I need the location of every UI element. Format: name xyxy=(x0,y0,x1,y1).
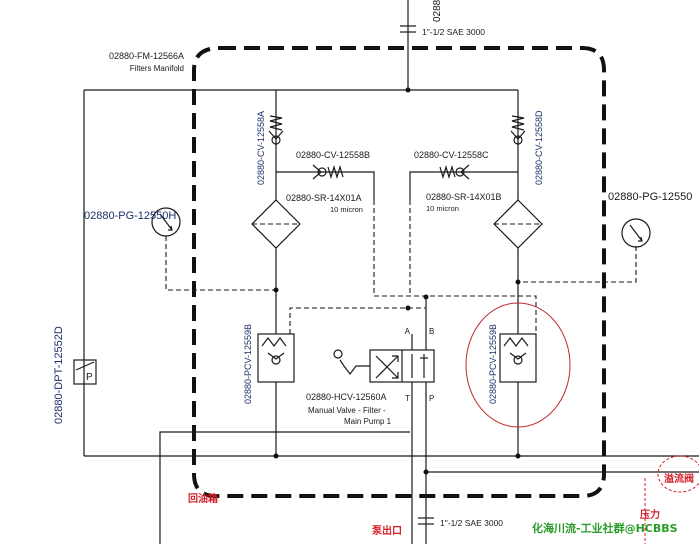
sr-b-rating: 10 micron xyxy=(426,204,459,213)
bottom-size-label: 1"-1/2 SAE 3000 xyxy=(440,518,503,528)
dpt-symbol: P xyxy=(86,372,93,383)
relief-valve-note: 溢流阀 xyxy=(664,472,694,485)
cv-b-label: 02880-CV-12558B xyxy=(296,150,370,160)
cv-d-label: 02880-CV-12558D xyxy=(534,110,544,185)
watermark: 化海川流-工业社群@HCBBS xyxy=(532,521,678,535)
top-size-label: 1"-1/2 SAE 3000 xyxy=(422,27,485,37)
manifold-code-label: 02880-FM-12566A xyxy=(109,51,184,61)
manifold-boundary xyxy=(192,46,606,498)
hcv-desc-2: Main Pump 1 xyxy=(344,417,392,426)
pcv-left xyxy=(257,333,295,383)
pcv-right-label: 02880-PCV-12559B xyxy=(488,324,498,404)
top-code-label: 02880 xyxy=(432,0,443,22)
manual-valve-hcv xyxy=(333,349,435,383)
pump-outlet-note: 泵出口 xyxy=(372,524,402,537)
dpt-transmitter xyxy=(73,359,97,385)
sr-a-rating: 10 micron xyxy=(330,205,363,214)
top-port xyxy=(400,0,416,93)
check-valve-c xyxy=(439,164,470,180)
sr-a-label: 02880-SR-14X01A xyxy=(286,193,362,203)
hcv-desc-1: Manual Valve - Filter - xyxy=(308,406,386,415)
dpt-label: 02880-DPT-12552D xyxy=(53,326,65,424)
check-valve-b xyxy=(312,164,344,180)
cv-a-label: 02880-CV-12558A xyxy=(256,111,266,185)
check-valve-a xyxy=(268,115,284,145)
pressure-note: 压力 xyxy=(640,508,660,521)
pcv-left-label: 02880-PCV-12559B xyxy=(243,324,253,404)
port-b: B xyxy=(429,327,434,336)
port-t: T xyxy=(405,394,410,403)
sr-b-label: 02880-SR-14X01B xyxy=(426,192,502,202)
port-p: P xyxy=(429,394,434,403)
pcv-right xyxy=(499,333,537,383)
port-a: A xyxy=(405,327,411,336)
hcv-code-label: 02880-HCV-12560A xyxy=(306,392,387,402)
pg-left-label: 02880-PG-12550H xyxy=(84,210,176,222)
relief-valve-highlight xyxy=(657,455,699,493)
check-valve-d xyxy=(510,115,526,145)
pcv-right-highlight xyxy=(465,302,571,428)
filter-left xyxy=(251,199,301,249)
return-tank-note: 回油箱 xyxy=(188,492,218,505)
pg-right-label: 02880-PG-12550 xyxy=(608,191,692,203)
pressure-gauge-right xyxy=(621,218,651,248)
manifold-name-label: Filters Manifold xyxy=(130,64,184,73)
cv-c-label: 02880-CV-12558C xyxy=(414,150,489,160)
pressure-gauge-left xyxy=(151,207,181,237)
filter-right xyxy=(493,199,543,249)
